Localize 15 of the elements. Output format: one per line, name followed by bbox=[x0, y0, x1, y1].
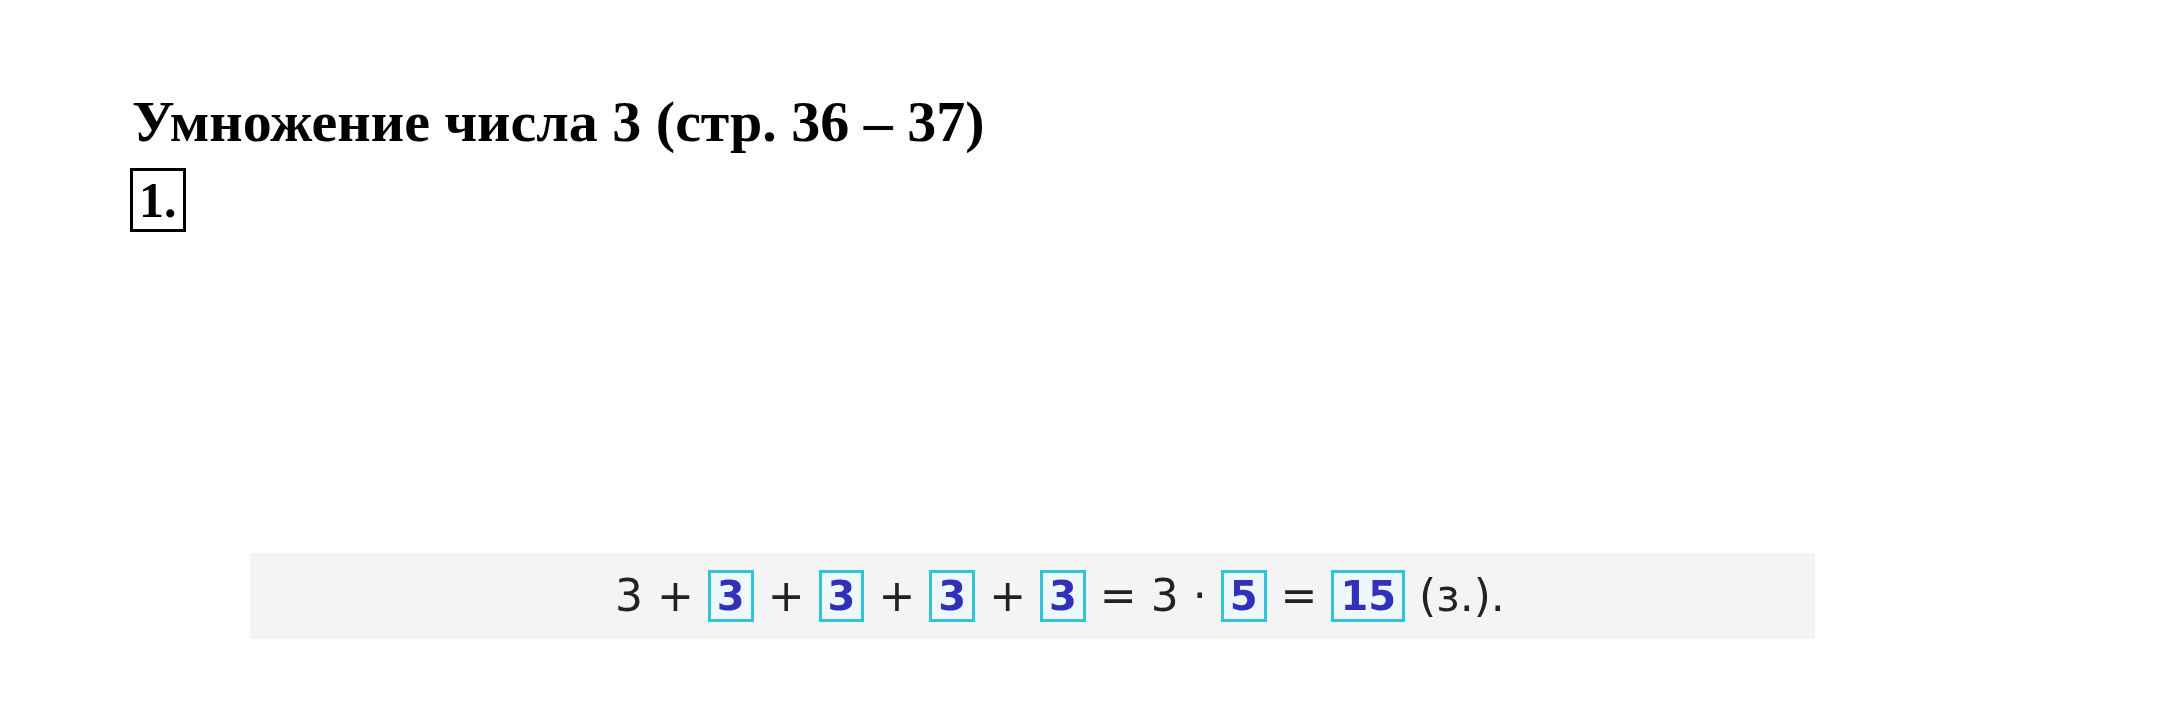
answer-box: 3 bbox=[929, 570, 976, 622]
equation-text: + bbox=[878, 571, 916, 621]
answer-box: 15 bbox=[1331, 570, 1406, 622]
equation-text: = 3 · bbox=[1099, 571, 1207, 621]
equation-text: + bbox=[767, 571, 805, 621]
task-number: 1. bbox=[130, 168, 186, 232]
equation-text: + bbox=[989, 571, 1026, 621]
equation-text: = bbox=[1280, 571, 1318, 621]
equation-text: (з.). bbox=[1419, 571, 1505, 621]
answer-box: 3 bbox=[1040, 570, 1086, 622]
answer-box: 3 bbox=[707, 570, 754, 622]
answer-box: 5 bbox=[1220, 570, 1267, 622]
equation-text: 3 + bbox=[615, 571, 694, 621]
answer-box: 3 bbox=[818, 570, 865, 622]
page-title: Умножение числа 3 (стр. 36 – 37) bbox=[132, 88, 985, 155]
